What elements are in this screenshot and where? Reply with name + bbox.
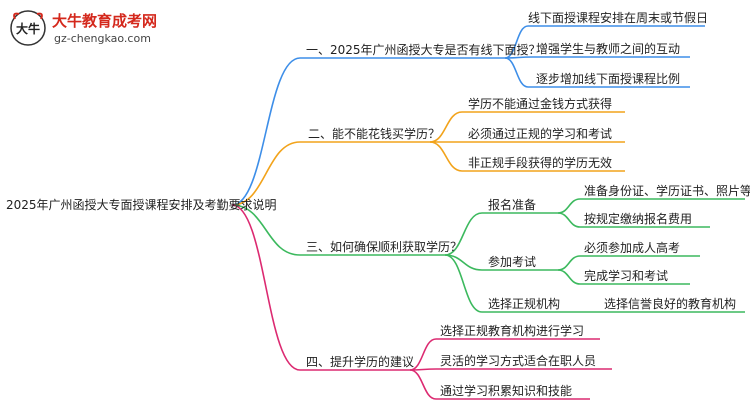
leaf-2-2: 必须通过正规的学习和考试 (468, 127, 613, 141)
leaf-1-1: 线下面授课程安排在周末或节假日 (528, 11, 709, 25)
leaf-4-2: 灵活的学习方式适合在职人员 (440, 354, 597, 368)
leaf-2-1: 学历不能通过金钱方式获得 (468, 97, 613, 111)
site-logo[interactable]: 大牛 大牛教育成考网 gz-chengkao.com (8, 8, 178, 50)
link-sub-3-1 (444, 212, 483, 256)
link-leaf-3-2-1 (557, 255, 581, 271)
branch-1-label: 一、2025年广州函授大专是否有线下面授？ (306, 43, 541, 57)
logo-url: gz-chengkao.com (54, 32, 151, 45)
link-leaf-2-1 (429, 111, 463, 143)
link-root-branch-4 (231, 204, 301, 371)
leaf-3-2-1: 必须参加成人高考 (584, 241, 681, 255)
link-leaf-4-3 (409, 369, 437, 400)
leaf-3-1-2: 按规定缴纳报名费用 (584, 212, 693, 226)
link-leaf-1-1 (504, 25, 529, 59)
logo-glyph: 大牛 (16, 21, 40, 36)
link-leaf-3-1-1 (557, 198, 581, 214)
link-leaf-3-2-2 (557, 269, 581, 285)
link-leaf-4-1 (409, 338, 437, 371)
leaf-3-3-1: 选择信誉良好的教育机构 (604, 297, 737, 311)
leaf-3-1-1: 准备身份证、学历证书、照片等材料 (584, 184, 750, 198)
root-node: 2025年广州函授大专面授课程安排及考勤要求说明 (6, 198, 277, 212)
leaf-4-1: 选择正规教育机构进行学习 (440, 324, 585, 338)
link-sub-3-3 (444, 254, 483, 313)
branch-3-label: 三、如何确保顺利获取学历？ (306, 240, 463, 254)
logo-title: 大牛教育成考网 (52, 12, 158, 30)
link-leaf-1-3 (504, 57, 529, 88)
leaf-2-3: 非正规手段获得的学历无效 (468, 156, 613, 170)
link-root-branch-3 (231, 204, 301, 256)
branch-2-label: 二、能不能花钱买学历？ (308, 127, 441, 141)
leaf-4-3: 通过学习积累知识和技能 (440, 384, 573, 398)
link-leaf-2-3 (429, 141, 463, 172)
branch-4-label: 四、提升学历的建议 (306, 355, 415, 369)
leaf-3-2-2: 完成学习和考试 (584, 269, 669, 283)
leaf-1-3: 逐步增加线下面授课程比例 (536, 72, 681, 86)
sub-3-3: 选择正规机构 (488, 297, 561, 311)
sub-3-2: 参加考试 (488, 255, 537, 269)
leaf-1-2: 增强学生与教师之间的互动 (536, 42, 681, 56)
link-root-branch-1 (231, 57, 301, 206)
bull-logo-icon: 大牛 (10, 10, 46, 46)
link-leaf-3-1-2 (557, 212, 581, 228)
link-root-branch-2 (231, 141, 301, 206)
sub-3-1: 报名准备 (488, 198, 537, 212)
